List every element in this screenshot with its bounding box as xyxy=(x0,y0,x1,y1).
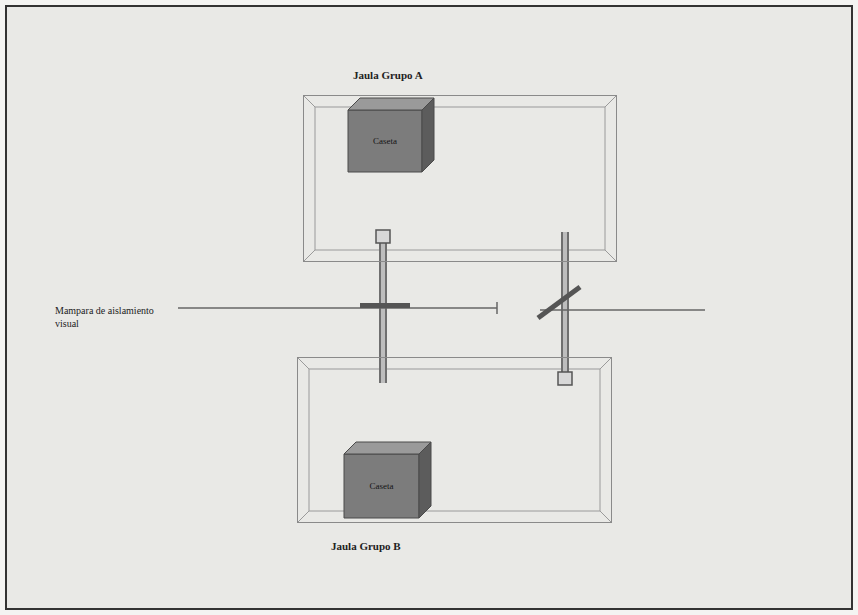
connecting-tube xyxy=(383,262,384,357)
cage-wireframe xyxy=(297,95,617,523)
screen-label: Mampara de aislamiento visual xyxy=(55,305,170,330)
shelter-cube: Caseta xyxy=(348,98,434,172)
door-bar xyxy=(360,303,410,308)
cage-box: Jaula Grupo BCaseta xyxy=(297,357,612,523)
shelter-cube: Caseta xyxy=(344,442,431,518)
cube-shape xyxy=(348,98,434,172)
cage-heading: Jaula Grupo A xyxy=(353,69,423,81)
cube-shape xyxy=(344,442,431,518)
door-bar xyxy=(538,287,580,318)
visual-screen xyxy=(178,287,705,318)
cage-heading: Jaula Grupo B xyxy=(331,540,401,552)
frame xyxy=(6,6,852,609)
cube-label: Caseta xyxy=(348,110,422,172)
cage-box: Jaula Grupo ACaseta xyxy=(303,95,617,262)
cube-label: Caseta xyxy=(344,454,419,518)
